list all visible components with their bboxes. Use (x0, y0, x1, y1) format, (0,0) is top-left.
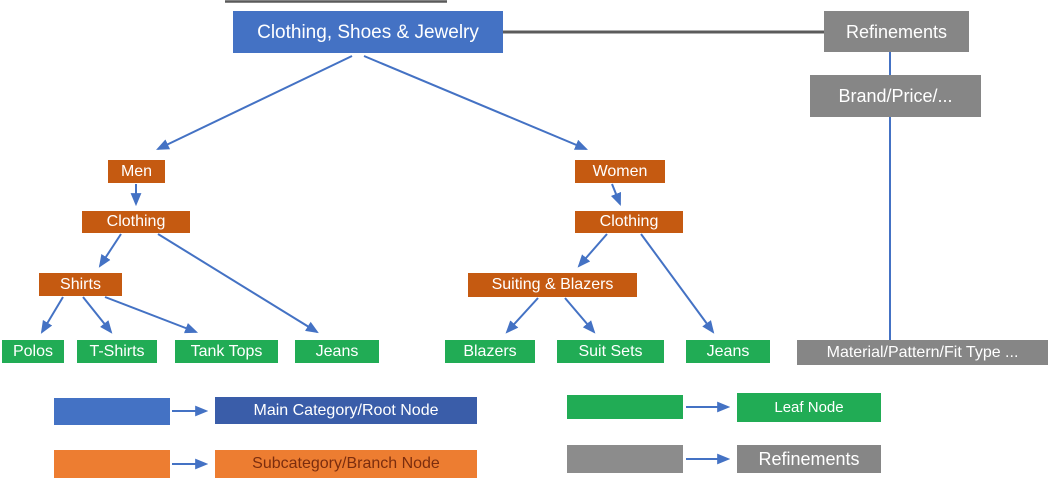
node-root: Clothing, Shoes & Jewelry (233, 11, 503, 53)
node-men-clothing: Clothing (82, 211, 190, 233)
node-t-shirts: T-Shirts (77, 340, 157, 363)
edge-root-women (363, 55, 588, 150)
node-refinements: Refinements (824, 11, 969, 52)
legend-swatch-subcategory (54, 450, 170, 478)
legend-swatch-refinements (567, 445, 683, 473)
legend-swatch-leaf (567, 395, 683, 419)
edge-suiting-blazers (505, 297, 539, 334)
edge-menclothing-shirts (98, 233, 122, 268)
edge-suiting-suitsets (564, 297, 596, 334)
legend-label-main-category: Main Category/Root Node (215, 397, 477, 424)
edge-shirts-polos (40, 296, 64, 334)
edge-menclothing-jeans (157, 233, 319, 334)
node-suit-sets: Suit Sets (557, 340, 664, 363)
edge-women-clothing (610, 183, 622, 207)
node-polos: Polos (2, 340, 64, 363)
edge-womenclothing-suiting (577, 233, 608, 268)
node-material-pattern-fit: Material/Pattern/Fit Type ... (797, 340, 1048, 365)
node-shirts: Shirts (39, 273, 122, 296)
edge-shirts-tshirts (82, 296, 113, 334)
node-women-clothing: Clothing (575, 211, 683, 233)
edge-womenclothing-jeans (640, 233, 715, 334)
node-women-jeans: Jeans (686, 340, 770, 363)
node-men-jeans: Jeans (295, 340, 379, 363)
node-blazers: Blazers (445, 340, 535, 363)
edge-root-men (156, 55, 353, 150)
node-suiting-blazers: Suiting & Blazers (468, 273, 637, 297)
legend-label-leaf: Leaf Node (737, 393, 881, 422)
legend-label-refinements: Refinements (737, 445, 881, 473)
legend-label-subcategory: Subcategory/Branch Node (215, 450, 477, 478)
edge-shirts-tanktops (104, 296, 199, 334)
node-tank-tops: Tank Tops (175, 340, 278, 363)
node-men: Men (108, 160, 165, 183)
legend-swatch-root (54, 398, 170, 425)
node-women: Women (575, 160, 665, 183)
node-brand-price: Brand/Price/... (810, 75, 981, 117)
